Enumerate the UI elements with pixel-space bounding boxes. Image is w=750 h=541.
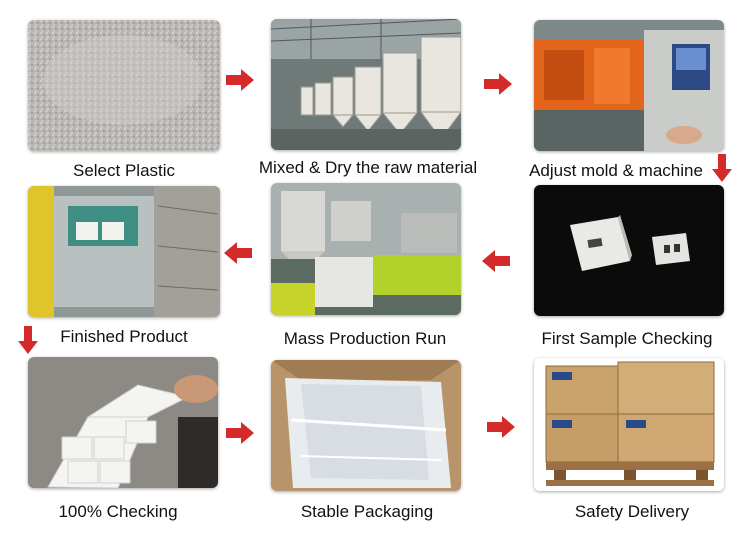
photo-checking bbox=[28, 357, 218, 488]
photo-finished-product bbox=[28, 186, 220, 317]
caption-first-sample: First Sample Checking bbox=[541, 329, 713, 348]
photo-delivery bbox=[534, 358, 724, 491]
arrow-down-icon bbox=[712, 154, 732, 182]
caption-finished-product: Finished Product bbox=[60, 327, 188, 346]
caption-adjust-mold: Adjust mold & machine bbox=[529, 161, 703, 180]
photo-mass-production bbox=[271, 183, 461, 315]
arrow-right-icon bbox=[484, 73, 512, 95]
photo-adjust-mold bbox=[534, 20, 724, 151]
arrow-right-icon bbox=[226, 422, 254, 444]
photo-first-sample bbox=[534, 185, 724, 316]
arrow-right-icon bbox=[487, 416, 515, 438]
arrow-right-icon bbox=[226, 69, 254, 91]
photo-select-plastic bbox=[28, 20, 220, 151]
caption-mass-production: Mass Production Run bbox=[283, 329, 447, 348]
caption-checking: 100% Checking bbox=[58, 502, 178, 521]
photo-packaging bbox=[271, 360, 461, 491]
arrow-down-icon bbox=[18, 326, 38, 354]
photo-mixed-dry bbox=[271, 19, 461, 150]
caption-select-plastic: Select Plastic bbox=[72, 161, 176, 180]
arrow-left-icon bbox=[224, 242, 252, 264]
caption-mixed-dry: Mixed & Dry the raw material bbox=[258, 158, 478, 177]
arrow-left-icon bbox=[482, 250, 510, 272]
caption-delivery: Safety Delivery bbox=[574, 502, 690, 521]
caption-packaging: Stable Packaging bbox=[300, 502, 434, 521]
